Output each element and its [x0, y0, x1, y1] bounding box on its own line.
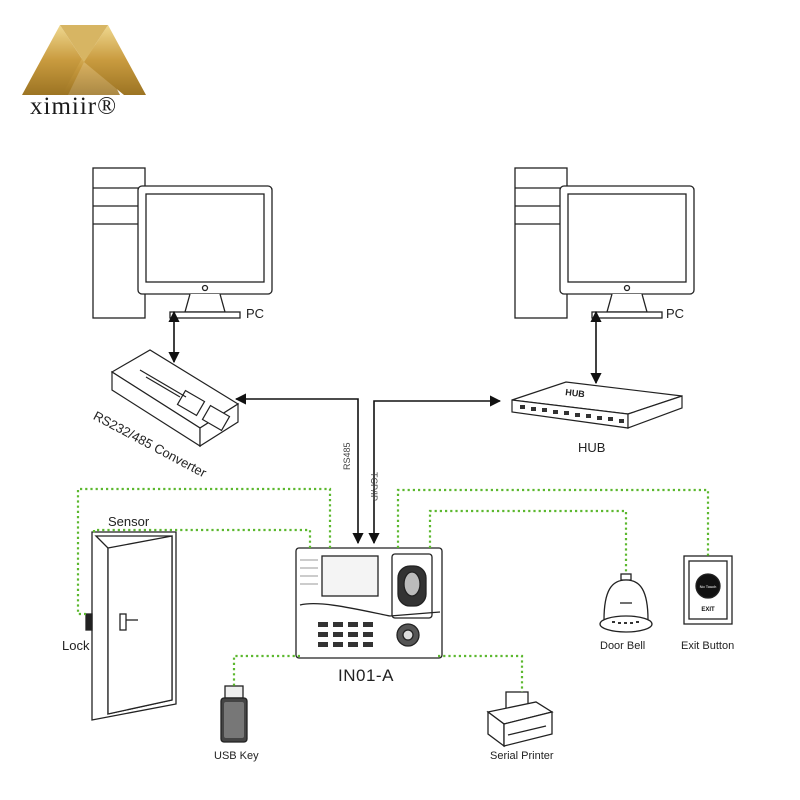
- tcpip-label: TCP/IP: [369, 472, 379, 502]
- brand-logo: [22, 25, 146, 95]
- sensor-wire: [92, 528, 312, 548]
- lock-wire: [76, 487, 332, 616]
- exit-button-wire: [396, 488, 710, 556]
- hub-icon: [511, 381, 683, 429]
- hub-label: HUB: [578, 440, 606, 455]
- lock-label: Lock: [62, 638, 90, 653]
- exit-button-icon: No Touch EXIT: [683, 555, 733, 625]
- rs485-label: RS485: [342, 442, 352, 470]
- tcpip-link: [368, 395, 502, 545]
- door-bell-icon: [599, 573, 653, 633]
- svg-text:EXIT: EXIT: [701, 607, 715, 613]
- pc-right-icon: [514, 167, 695, 319]
- pc-left-label: PC: [246, 306, 265, 321]
- rs485-link: [234, 393, 364, 545]
- serial-printer-wire: [438, 654, 524, 692]
- serial-printer-label: Serial Printer: [490, 750, 554, 762]
- device-label: IN01-A: [338, 666, 394, 685]
- usb-key-wire: [232, 654, 300, 686]
- pc-left-icon: [92, 167, 273, 319]
- door-bell-label: Door Bell: [600, 640, 646, 652]
- wired-connections: [168, 310, 602, 545]
- sensor-label: Sensor: [108, 514, 150, 529]
- svg-text:No Touch: No Touch: [700, 584, 717, 589]
- serial-printer-icon: [486, 691, 554, 748]
- door-icon: [85, 531, 177, 721]
- in01-a-terminal-icon: [295, 547, 443, 659]
- exit-button-label: Exit Button: [681, 640, 735, 652]
- usb-key-icon: [220, 685, 248, 743]
- pc-right-label: PC: [666, 306, 685, 321]
- brand-name: ximiir®: [30, 93, 118, 120]
- usb-key-label: USB Key: [214, 750, 259, 762]
- door-bell-wire: [428, 509, 628, 574]
- accessory-wiring: [76, 487, 710, 692]
